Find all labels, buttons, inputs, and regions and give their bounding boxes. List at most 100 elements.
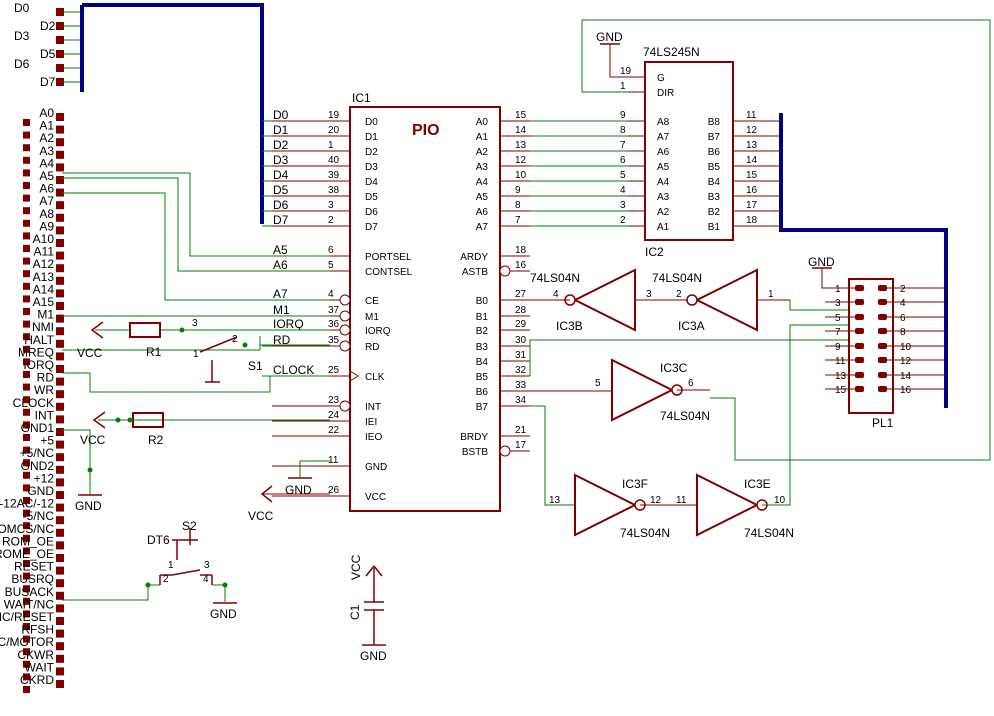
ic3c-out-pin: 6 (688, 378, 694, 389)
edge-pad (56, 478, 64, 487)
edge-pad (56, 591, 64, 600)
ic3e-out-pin: 10 (774, 495, 786, 506)
ic3b-in-pin: 3 (646, 289, 652, 300)
ic1-pin-num: 26 (328, 485, 340, 496)
edge-label-mreq: MREQ (18, 345, 54, 359)
pl1-pin-num: 3 (835, 298, 841, 309)
edge-label-busack: BUSACK (5, 585, 54, 599)
ic3a-ref: IC3A (678, 319, 705, 333)
pl1-pin-num: 7 (835, 327, 841, 338)
edge-pad (56, 239, 64, 247)
ic2-pin-num: 14 (746, 155, 758, 166)
edge-label-wait-nc: WAIT/NC (4, 597, 55, 611)
ic3b-part: 74LS04N (530, 271, 580, 285)
edge-pad (23, 686, 30, 693)
edge-label-nmi: NMI (32, 320, 54, 334)
edge-label-romcs-nc: ROMCS/NC (0, 522, 54, 536)
edge-label-iorq: IORQ (23, 358, 54, 372)
edge-pad (56, 428, 64, 436)
ic2-pin-num: 17 (746, 200, 758, 211)
ic1-pin-num: 33 (515, 380, 527, 391)
ic1-pin-num: 4 (328, 289, 334, 300)
edge-pad (23, 182, 30, 189)
ic1-pin-num: 14 (515, 125, 527, 136)
ic2-pin-name: DIR (657, 88, 674, 99)
control-wires (62, 172, 330, 495)
s2-pin4: 4 (203, 574, 209, 585)
ic1-pin-name: B0 (476, 296, 489, 307)
edge-pad (23, 194, 30, 202)
ic1-pin-num: 40 (328, 155, 340, 166)
ic2-pin-num: 1 (620, 81, 626, 92)
ic1-name: PIO (412, 122, 440, 139)
ic2-ref: IC2 (645, 245, 664, 259)
c1-label: C1 (348, 604, 362, 620)
edge-pad (56, 365, 64, 373)
ic1-pin-num: 37 (328, 305, 340, 316)
ic1-pin-name: PORTSEL (365, 252, 412, 263)
ic2-pin-num: 6 (620, 155, 626, 166)
pl1-pin (878, 328, 887, 334)
ic1-pin-num: 31 (515, 350, 527, 361)
edge-pad (23, 610, 30, 618)
ic2-pin-name: A3 (657, 192, 670, 203)
ic1-net-d1: D1 (273, 123, 289, 137)
edge-pad (56, 150, 64, 159)
edge-pad (56, 176, 64, 184)
vcc-r1-arrow (90, 321, 104, 339)
edge-pad (23, 534, 30, 542)
ic2-pin-num: 19 (620, 66, 632, 77)
pl1-ref: PL1 (872, 416, 894, 430)
edge-pad (23, 509, 30, 517)
pl1-pin-num: 9 (835, 342, 841, 353)
ic1-net-m1: M1 (273, 303, 290, 317)
ic1-pin-name: ASTB (462, 267, 488, 278)
ic1-pin-num: 11 (328, 455, 339, 466)
s2-pin2: 2 (163, 574, 169, 585)
data-bus (82, 3, 264, 224)
edge-pad (56, 604, 64, 613)
edge-pad (56, 163, 64, 172)
s2-gnd-wire (212, 584, 226, 602)
ic1-pin-name: CONTSEL (365, 267, 413, 278)
edge-label-a11: A11 (34, 245, 55, 259)
pl1-pin-num: 12 (900, 356, 912, 367)
edge-pad (23, 484, 30, 492)
ic3a-in-pin: 1 (768, 289, 774, 300)
ic1-net-d7: D7 (273, 213, 289, 227)
edge-label-d7: D7 (40, 75, 56, 89)
edge-label-a5: A5 (39, 169, 54, 183)
edge-pad (56, 390, 64, 399)
pl1-pin (878, 285, 887, 291)
edge-label-int: INT (35, 408, 55, 422)
ic3c-body (611, 358, 675, 422)
ic2-pin-name: B1 (708, 222, 721, 233)
ic1-net-a5: A5 (273, 243, 288, 257)
pl1-pin (855, 314, 864, 320)
edge-pad (23, 144, 30, 152)
edge-pad (56, 629, 64, 638)
edge-pad (56, 654, 64, 663)
ic1-pin-num: 38 (328, 185, 340, 196)
s1-pin3: 3 (192, 318, 198, 329)
s1-label: S1 (248, 359, 263, 373)
ic1-pin-name: A6 (476, 207, 489, 218)
ic1-pin-name: IEO (365, 432, 382, 443)
ic1-net-d5: D5 (273, 183, 289, 197)
ic3c-ref: IC3C (660, 361, 688, 375)
ic2-pin-name: A8 (657, 117, 670, 128)
ic2-pin-name: A2 (657, 207, 670, 218)
ic2-pin-name: A1 (657, 222, 670, 233)
pl1-pin (878, 386, 887, 392)
ic2-pin-num: 15 (746, 170, 758, 181)
pl1-pin (878, 299, 887, 305)
edge-pad (56, 78, 64, 86)
ic1-net-a7: A7 (273, 287, 288, 301)
s2-pin1: 1 (168, 560, 174, 571)
edge-pad (56, 138, 64, 147)
ic1-pin-name: CLK (365, 372, 385, 383)
ic2-b-bus (779, 113, 948, 408)
ic1-pin-name: M1 (365, 312, 379, 323)
edge-label-gnd2: GND2 (21, 459, 55, 473)
